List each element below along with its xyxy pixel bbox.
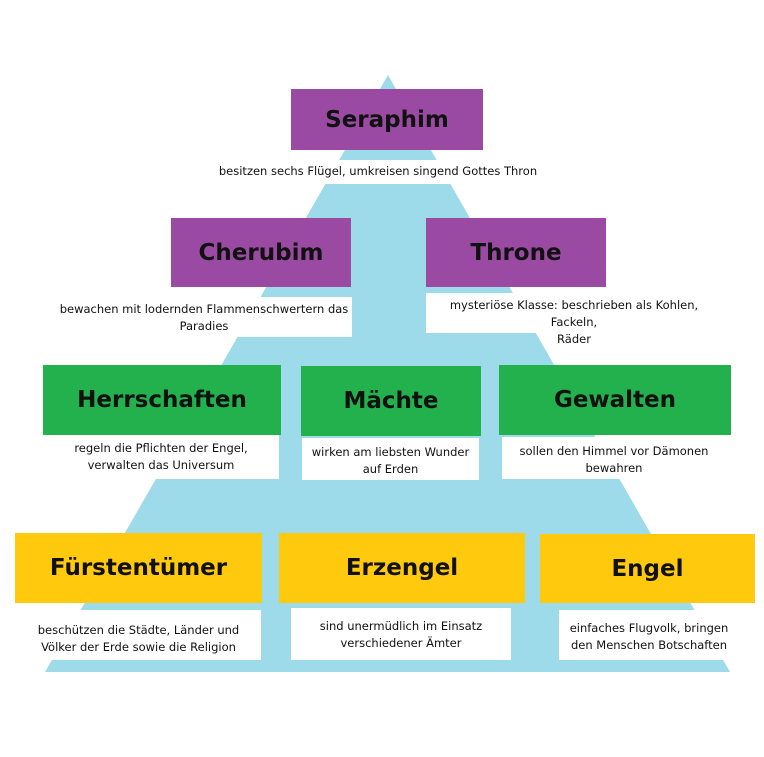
throne-title: Throne: [470, 239, 562, 266]
gewalten-title: Gewalten: [553, 387, 677, 413]
herrschaften-box: Herrschaften: [43, 365, 281, 435]
erzengel-title: Erzengel: [345, 555, 459, 581]
herrschaften-title: Herrschaften: [77, 387, 247, 413]
engel-box: Engel: [540, 534, 755, 603]
fuerstentuemer-note: beschützen die Städte, Länder und Völker…: [16, 610, 261, 660]
seraphim-note: besitzen sechs Flügel, umkreisen singend…: [218, 160, 538, 184]
erzengel-note: sind unermüdlich im Einsatz verschiedene…: [291, 608, 511, 660]
maechte-title: Mächte: [343, 388, 439, 414]
engel-note: einfaches Flugvolk, bringen den Menschen…: [559, 610, 739, 660]
herrschaften-note: regeln die Pflichten der Engel, verwalte…: [43, 435, 279, 479]
seraphim-box: Seraphim: [291, 89, 483, 150]
maechte-box: Mächte: [301, 366, 481, 436]
engel-title: Engel: [611, 555, 684, 582]
cherubim-note: bewachen mit lodernden Flammenschwertern…: [56, 297, 352, 337]
maechte-note: wirken am liebsten Wunder auf Erden: [302, 438, 479, 480]
seraphim-title: Seraphim: [325, 106, 449, 133]
throne-note: mysteriöse Klasse: beschrieben als Kohle…: [426, 293, 722, 346]
throne-box: Throne: [426, 218, 606, 287]
fuerstentuemer-box: Fürstentümer: [15, 533, 262, 603]
gewalten-box: Gewalten: [499, 365, 731, 435]
fuerstentuemer-title: Fürstentümer: [49, 555, 228, 581]
cherubim-title: Cherubim: [198, 239, 324, 266]
erzengel-box: Erzengel: [279, 533, 525, 603]
cherubim-box: Cherubim: [171, 218, 351, 287]
gewalten-note: sollen den Himmel vor Dämonen bewahren: [502, 437, 726, 479]
